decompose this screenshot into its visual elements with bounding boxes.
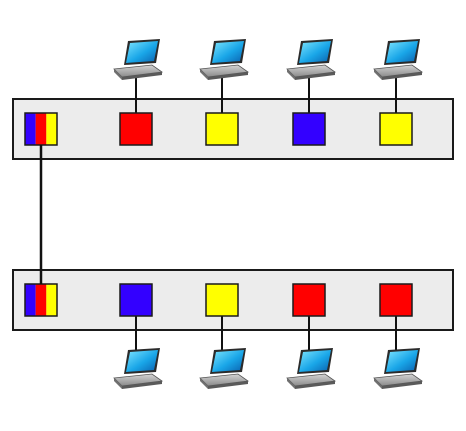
laptop-base-side [114,378,122,389]
laptop-screen [386,350,418,372]
laptop-icon [373,39,424,80]
top-switch [12,77,454,160]
bottom-switch [12,269,454,352]
laptop-icon [199,348,250,389]
access-port-yellow [379,112,413,146]
laptop-base-side [114,69,122,80]
laptop-base-side [287,378,295,389]
laptop-screen [299,41,331,63]
laptop-base-edge [295,72,335,80]
trunk-port-stripe-yellow [46,284,57,316]
access-port-red [379,283,413,317]
access-port-red [292,283,326,317]
access-port-red [119,112,153,146]
laptop-screen [299,350,331,372]
laptop-base-side [200,69,208,80]
laptop-base-edge [382,72,422,80]
laptop-icon [286,348,337,389]
laptop-icon [113,348,164,389]
access-port-yellow [205,112,239,146]
access-port-yellow [205,283,239,317]
laptop-base-side [287,69,295,80]
laptop-icon [373,348,424,389]
laptop-screen [386,41,418,63]
trunk-port-stripe-yellow [46,113,57,145]
laptop-icon [199,39,250,80]
laptop-screen [126,350,158,372]
laptop-base-edge [122,381,162,389]
trunk-port-stripe-blue [25,284,36,316]
laptop-base-edge [295,381,335,389]
trunk-port [24,112,58,146]
laptop-base-edge [208,72,248,80]
laptop-base-edge [122,72,162,80]
laptop-screen [212,41,244,63]
access-port-blue [292,112,326,146]
laptop-screen [126,41,158,63]
trunk-port-stripe-red [35,113,47,145]
laptop-screen [212,350,244,372]
laptop-base-edge [382,381,422,389]
access-port-blue [119,283,153,317]
laptop-base-side [374,69,382,80]
trunk-port-stripe-blue [25,113,36,145]
laptop-base-side [200,378,208,389]
laptop-icon [113,39,164,80]
laptop-base-edge [208,381,248,389]
trunk-port-stripe-red [35,284,47,316]
laptop-base-side [374,378,382,389]
trunk-port [24,283,58,317]
laptop-icon [286,39,337,80]
